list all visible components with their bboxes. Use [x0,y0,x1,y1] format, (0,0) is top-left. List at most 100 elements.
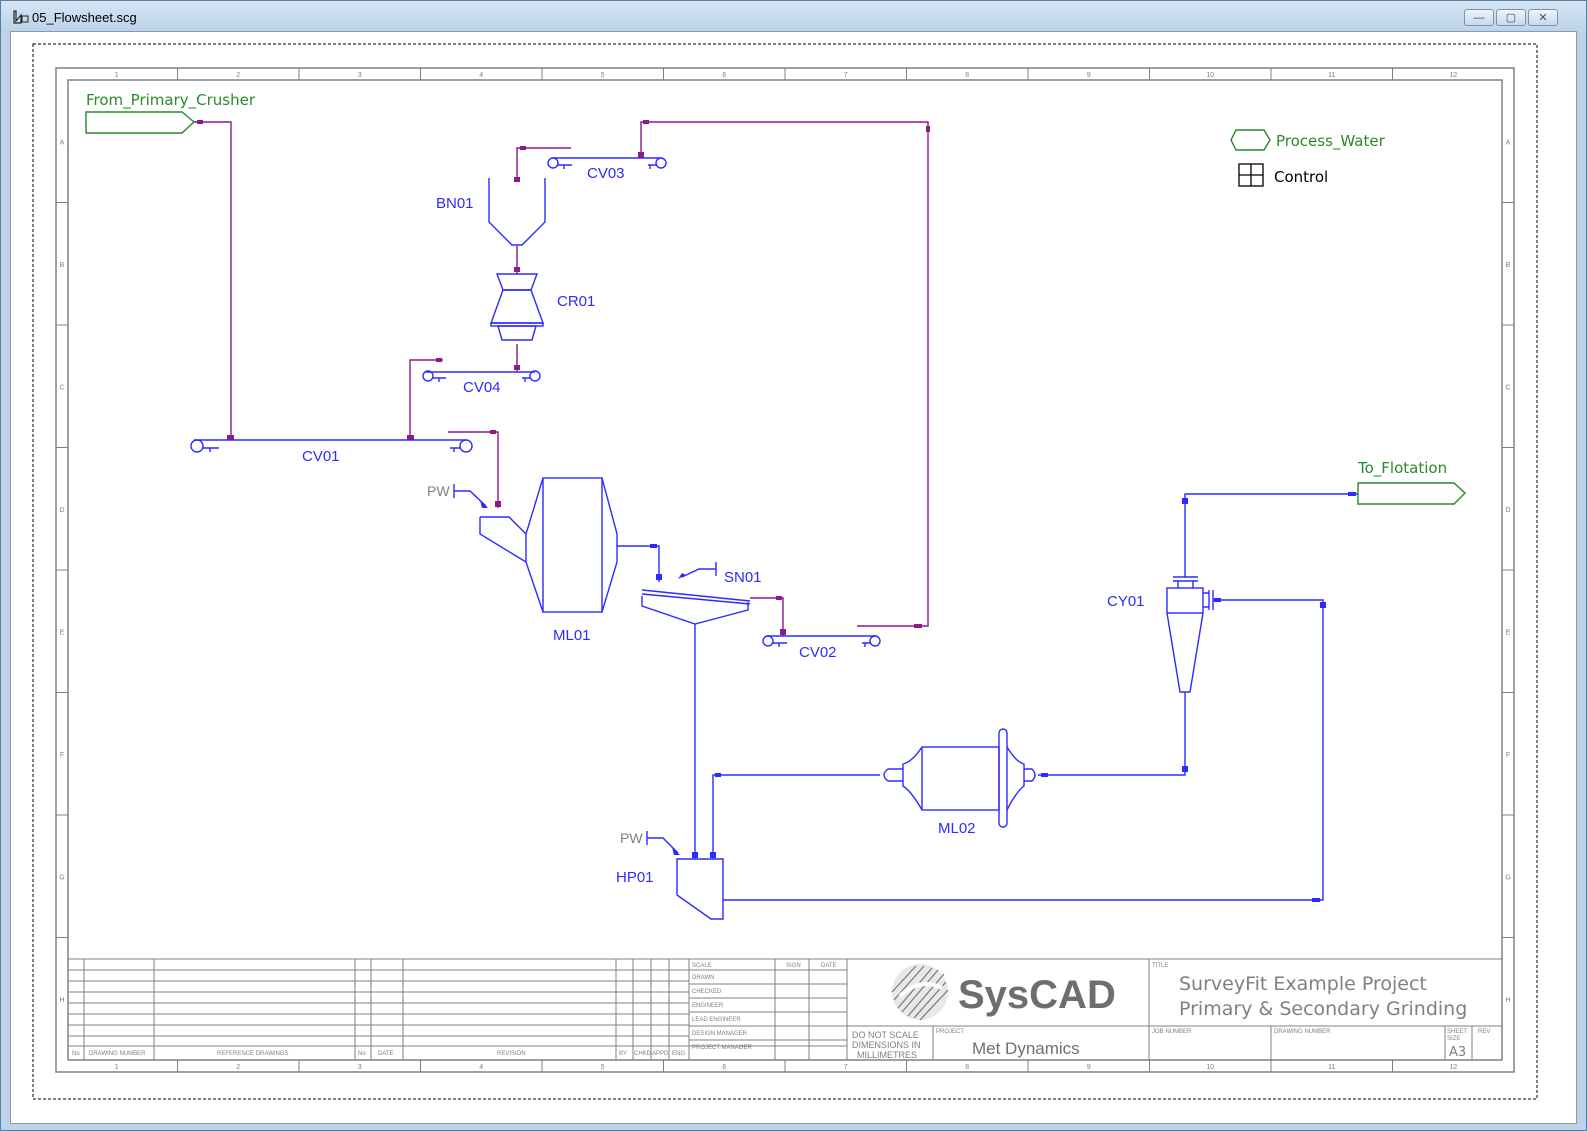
bin-bn01[interactable] [488,178,546,246]
stream-arrowheads-purple [197,120,930,635]
screen-sn01[interactable] [641,589,751,625]
unit-label-ml02: ML02 [938,820,976,837]
feeder-from-primary-crusher[interactable]: From_Primary_Crusher [85,91,256,134]
unit-label-cv02: CV02 [799,644,837,661]
tb-header-eng: ENG [672,1051,685,1057]
column-marker-top: 8 [965,72,969,79]
unit-label-cv03: CV03 [587,165,625,182]
feeder-to-flotation[interactable]: To_Flotation [1357,459,1467,505]
syscad-logo-icon [891,964,949,1021]
syscad-logo: SysCAD [891,964,1116,1021]
tb-header-sign-date: DATE [821,963,837,969]
row-marker-left: H [59,997,64,1004]
sign-off-row-label: DESIGN MANAGER [692,1031,748,1037]
sign-off-row-label: ENGINEER [692,1003,724,1009]
mill-ml02[interactable] [883,728,1036,828]
crusher-cr01[interactable] [490,273,544,341]
row-marker-left: G [59,874,64,881]
process-water-icon [1230,129,1271,151]
page-extent [32,43,1538,1100]
minimize-icon: — [1473,11,1485,24]
column-marker-bottom: 1 [115,1064,119,1071]
row-marker-right: E [1506,629,1511,636]
tb-title-label: TITLE [1152,963,1168,969]
sign-off-row-label: CHECKED [692,989,722,995]
title-block [68,958,1502,1060]
column-marker-top: 10 [1206,72,1214,79]
material-streams-purple [194,121,929,636]
stream-hp01-to-cy01 [723,599,1324,901]
minimize-button[interactable]: — [1464,9,1494,26]
stream-control-to-sn01 [681,568,716,578]
stream-feed-to-cv01 [194,121,232,440]
tb-header-date: DATE [378,1051,394,1057]
conveyor-cv01[interactable] [190,439,473,453]
row-marker-right: F [1506,752,1510,759]
column-marker-top: 3 [358,72,362,79]
tb-header-drawing-number: DRAWING NUMBER [89,1051,146,1057]
column-marker-top: 5 [601,72,605,79]
close-icon: ✕ [1538,12,1548,24]
stream-cy01-to-flotation [1184,493,1358,577]
stream-to-cv01-from-cv04 [409,359,443,440]
maximize-icon: ▢ [1505,12,1517,24]
unit-label-ml01: ML01 [553,627,591,644]
tb-scale-note-1: DO NOT SCALE [852,1030,919,1040]
column-marker-bottom: 6 [722,1064,726,1071]
feeder-from-primary-crusher-label: From_Primary_Crusher [86,91,256,110]
conveyor-cv03[interactable] [547,157,667,169]
tb-project-name: Met Dynamics [972,1039,1080,1058]
tb-header-no: No [72,1051,80,1057]
feeder-to-flotation-label: To_Flotation [1357,459,1447,478]
title-bar[interactable]: 05_Flowsheet.scg — ▢ ✕ [1,1,1586,31]
column-marker-top: 7 [844,72,848,79]
legend-process-water-label: Process_Water [1276,132,1386,151]
stream-cv01-to-ml01 [448,431,499,508]
close-button[interactable]: ✕ [1528,9,1558,26]
tb-title-line-1: SurveyFit Example Project [1179,973,1427,995]
pw-label-ml01: PW [427,483,450,499]
feeder-to-flotation-shape [1357,482,1467,505]
cyclone-cy01[interactable] [1166,576,1214,693]
column-marker-bottom: 5 [601,1064,605,1071]
sign-off-row-label: LEAD ENGINEER [692,1017,741,1023]
conveyor-cv02[interactable] [762,635,881,647]
tb-header-chkd: CHKD [634,1051,652,1057]
row-marker-left: F [60,752,64,759]
unit-label-hp01: HP01 [616,869,654,886]
window-title: 05_Flowsheet.scg [32,10,137,25]
hopper-hp01[interactable] [676,858,724,920]
column-marker-top: 12 [1449,72,1457,79]
row-marker-right: D [1505,507,1510,514]
maximize-button[interactable]: ▢ [1496,9,1526,26]
column-marker-bottom: 7 [844,1064,848,1071]
row-marker-left: D [59,507,64,514]
tb-project-label: PROJECT [936,1029,964,1035]
column-marker-bottom: 3 [358,1064,362,1071]
tb-header-sign: SIGN [786,963,801,969]
tb-sheet-size: A3 [1449,1045,1466,1060]
syscad-logo-text: SysCAD [958,973,1116,1017]
column-marker-top: 9 [1087,72,1091,79]
tb-size-label: SIZE [1447,1036,1460,1042]
tb-scale-note-3: MILLIMETRES [857,1050,917,1060]
legend-control-label: Control [1274,168,1328,186]
row-marker-right: G [1505,874,1510,881]
mill-ml01[interactable] [479,477,618,613]
sign-off-row-label: PROJECT MANAGER [692,1045,753,1051]
unit-label-cv04: CV04 [463,379,501,396]
column-marker-bottom: 9 [1087,1064,1091,1071]
stream-sn01-to-cv02 [750,597,784,636]
unit-label-cr01: CR01 [557,293,595,310]
tb-scale-note-2: DIMENSIONS IN [852,1040,921,1050]
tb-header-revision: REVISION [497,1051,526,1057]
column-marker-top: 11 [1328,72,1335,79]
tb-header-appd: APPD [652,1051,669,1057]
stream-cy01-to-ml02 [1038,692,1186,776]
sign-off-row-label: DRAWN [692,975,714,981]
unit-label-cv01: CV01 [302,448,340,465]
conveyor-cv04[interactable] [422,370,541,382]
